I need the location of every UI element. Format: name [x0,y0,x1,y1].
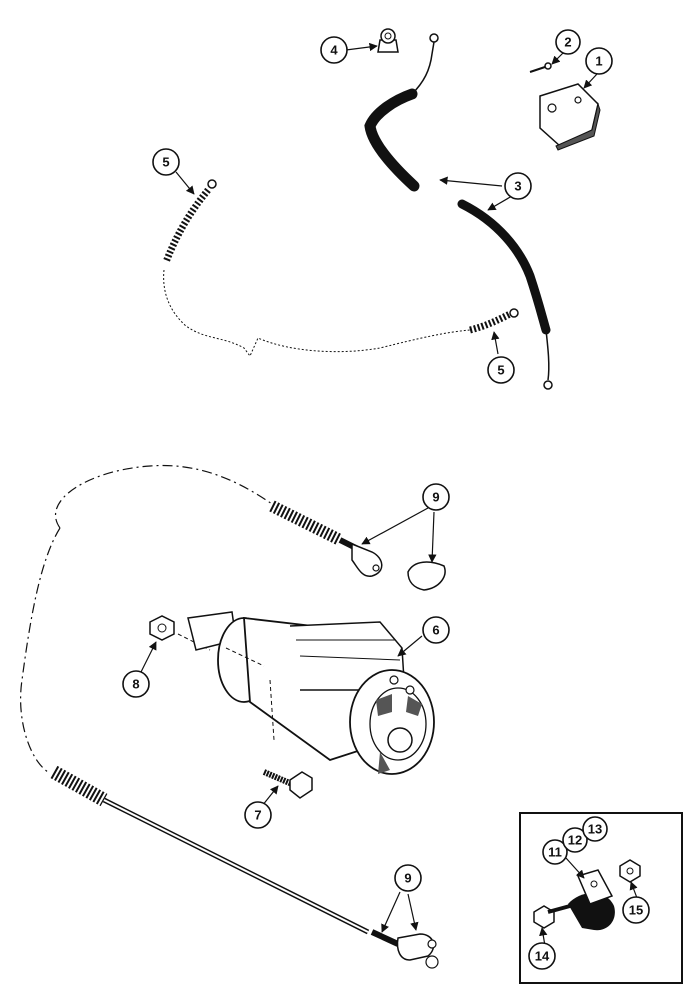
battery-cable-short-part [364,33,553,390]
callout-4: 4 [330,43,338,58]
callout-8: 8 [132,677,139,692]
callout-5-upper: 5 [162,155,169,170]
starter-motor-part [187,611,435,775]
bolt-part [262,769,313,799]
callout-11: 11 [548,845,562,860]
callout-6: 6 [432,623,439,638]
callout-2: 2 [564,35,571,50]
callout-12: 12 [568,833,582,848]
callout-9-lower: 9 [404,871,411,886]
ground-strap-part [162,179,519,357]
callout-13: 13 [588,822,602,837]
callout-1: 1 [595,54,602,69]
callout-5-lower: 5 [497,363,504,378]
negative-cable-lower-part [50,765,439,969]
inset-hardware-box [519,812,683,984]
positive-cable-upper-part [20,464,446,773]
callout-labels: 1 2 3 4 5 5 6 7 8 9 9 11 12 13 14 15 [132,35,643,964]
callout-15: 15 [629,903,643,918]
callout-3: 3 [514,179,521,194]
callout-9-upper: 9 [432,490,439,505]
switch-cover-part [539,83,601,151]
terminal-boot-part [377,28,399,53]
callout-14: 14 [535,949,550,964]
callouts [122,29,650,970]
screw-part [529,62,552,73]
callout-7: 7 [254,808,261,823]
leader-lines [140,42,638,947]
